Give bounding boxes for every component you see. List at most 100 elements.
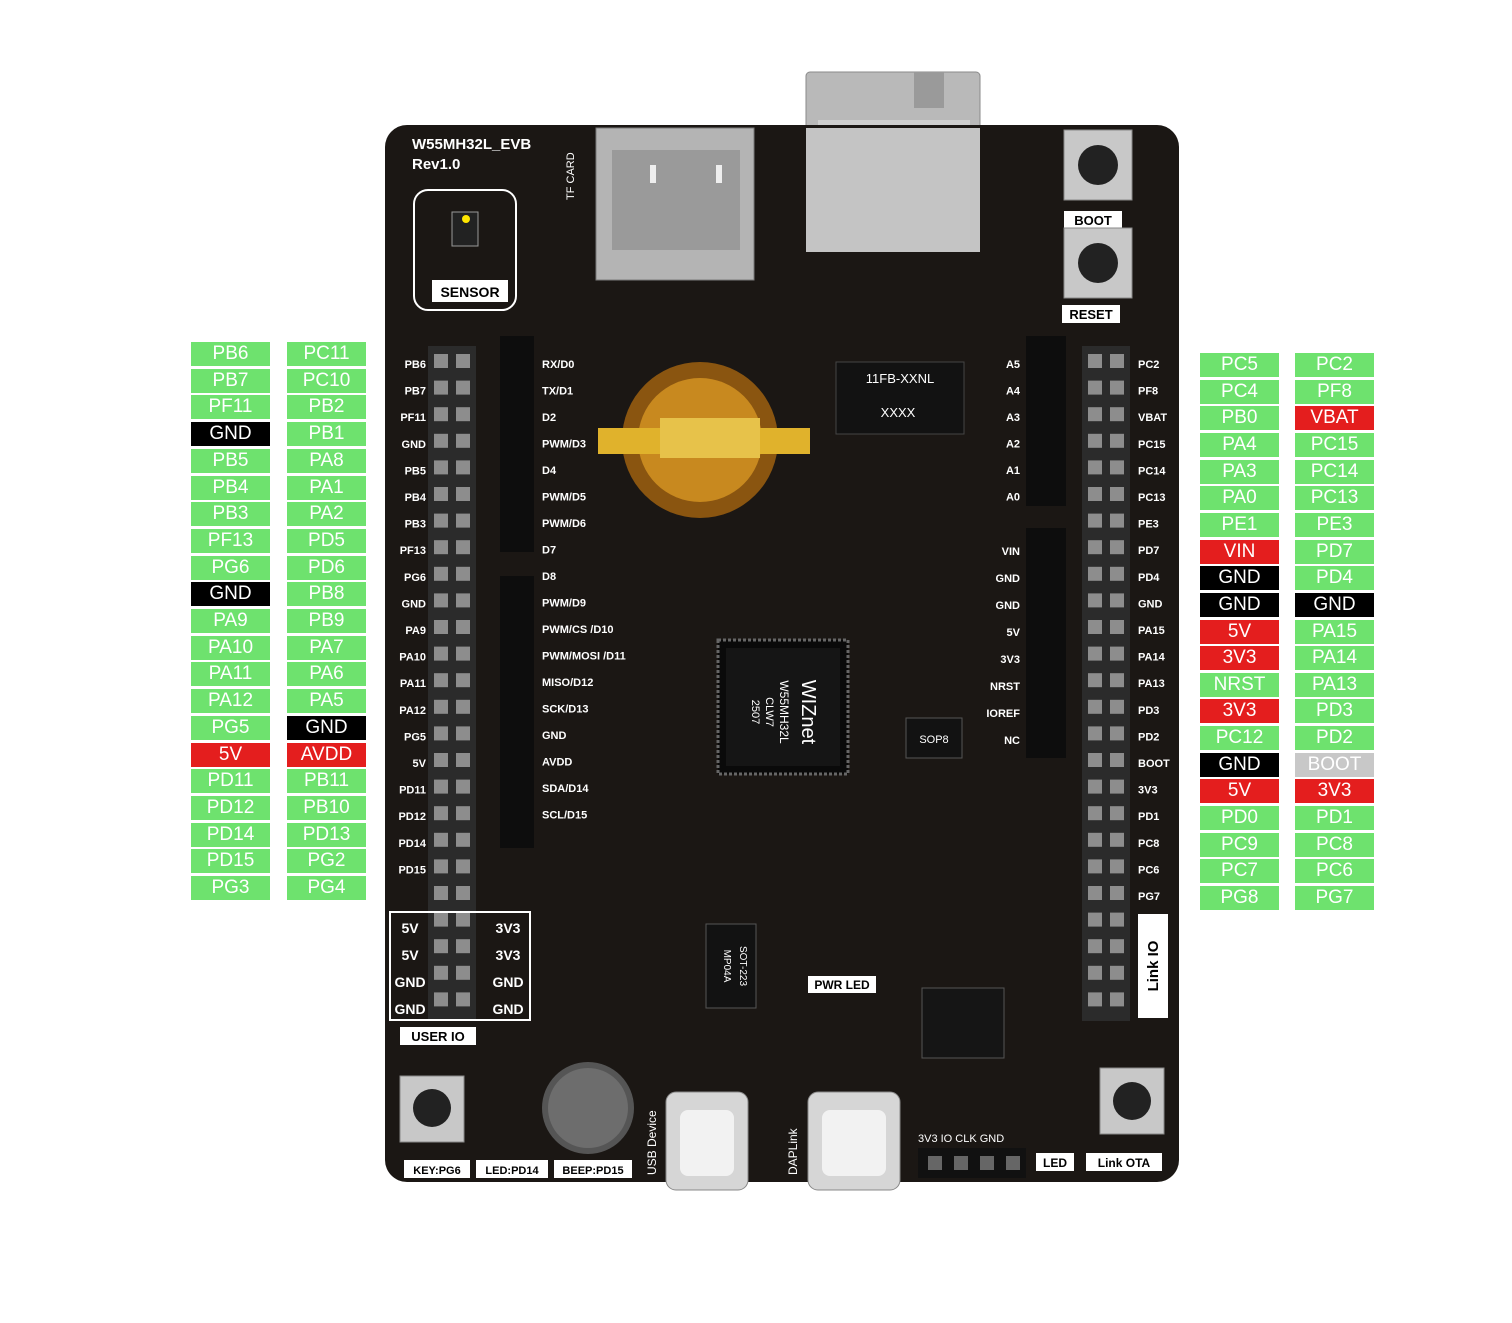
power-block-outline [389, 911, 531, 1021]
header-pin [434, 380, 448, 395]
p1-header-label: 3V3 IO CLK GND [918, 1133, 1004, 1145]
pin-label-pc12: PC12 [1200, 726, 1279, 751]
header-pin [1088, 806, 1102, 821]
header-pin [456, 566, 470, 581]
pin-label-pb1: PB1 [287, 422, 366, 447]
power-label: IOREF [986, 708, 1020, 720]
pin-label-nrst: NRST [1200, 672, 1279, 697]
header-pin [434, 912, 448, 927]
header-pin [434, 726, 448, 741]
tf-card-label: TF CARD [565, 152, 577, 200]
power-label: 5V [1007, 627, 1021, 639]
pin-label-pg8: PG8 [1200, 886, 1279, 910]
analog-label: A4 [1006, 386, 1021, 398]
p5-silk-pc14: PC14 [1138, 465, 1166, 477]
p5-silk-pd7: PD7 [1138, 545, 1159, 557]
p5-silk-pc6: PC6 [1138, 864, 1159, 876]
header-pin [456, 433, 470, 448]
pin-label-pa8: PA8 [287, 448, 366, 473]
header-pin [434, 620, 448, 634]
analog-label: A1 [1006, 465, 1020, 477]
pin-label-pa13: PA13 [1295, 672, 1374, 697]
pin-label-pa9: PA9 [191, 609, 270, 633]
header-pin [1088, 965, 1102, 980]
header-pin [456, 407, 470, 422]
pin-label-gnd: GND [1295, 592, 1374, 617]
header-pin [456, 965, 470, 980]
header-pin [456, 992, 470, 1007]
p4-silk-pb6: PB6 [405, 359, 426, 371]
header-pin [1110, 593, 1124, 608]
header-pin [456, 540, 470, 555]
p1-pins [928, 1156, 1020, 1170]
pin-label-boot: BOOT [1295, 752, 1374, 777]
header-pin [1088, 487, 1102, 501]
power-header [1026, 528, 1066, 758]
header-pin [1110, 673, 1124, 688]
header-pin [1110, 460, 1124, 475]
pwr-led-label: PWR LED [814, 978, 870, 992]
pin-label-pc8: PC8 [1295, 832, 1374, 857]
pin-label-pg4: PG4 [287, 876, 366, 900]
p5-silk-pc15: PC15 [1138, 439, 1166, 451]
k1-button [399, 1075, 465, 1143]
header-pin [1110, 433, 1124, 448]
header-pin [456, 646, 470, 661]
p5-silk-boot: BOOT [1138, 758, 1170, 770]
header-pin [1088, 380, 1102, 395]
power-label: 3V3 [1000, 654, 1020, 666]
p4-silk-labels: PB6PB7PF11GNDPB5PB4PB3PF13PG6GNDPA9PA10P… [398, 359, 426, 876]
arduino-left-labels: RX/D0TX/D1D2PWM/D3D4PWM/D5PWM/D6D7D8PWM/… [542, 359, 626, 822]
header-pin [1110, 487, 1124, 501]
header-pin [434, 699, 448, 714]
header-pin [456, 593, 470, 608]
pin-label-pb2: PB2 [287, 395, 366, 420]
pin-label-pd15: PD15 [191, 849, 270, 874]
pin-label-pd12: PD12 [191, 795, 270, 820]
usb-device-connector [665, 1091, 749, 1191]
arduino-label: D7 [542, 545, 556, 557]
header-pin [434, 859, 448, 874]
p5-silk-pd2: PD2 [1138, 731, 1159, 743]
svg-text:11FB-XXNL: 11FB-XXNL [866, 371, 934, 386]
p5-silk-pf8: PF8 [1138, 386, 1158, 398]
p4-silk-pd15: PD15 [398, 864, 426, 876]
sensor-outline [413, 189, 517, 311]
header-pin [1110, 540, 1124, 555]
header-pin [1088, 593, 1102, 608]
pin-label-pf11: PF11 [191, 395, 270, 420]
pin-label-pc10: PC10 [287, 368, 366, 393]
p4-silk-pf11: PF11 [400, 412, 426, 424]
analog-header [1026, 336, 1066, 506]
pin-label-pf13: PF13 [191, 528, 270, 553]
header-pin [434, 806, 448, 821]
header-pin [1088, 912, 1102, 927]
pin-label-pa2: PA2 [287, 502, 366, 527]
p5-silk-pa13: PA13 [1138, 678, 1165, 690]
pin-label-pb7: PB7 [191, 368, 270, 393]
p4-silk-pb7: PB7 [405, 386, 426, 398]
pin-label-pb9: PB9 [287, 609, 366, 633]
pin-label-pa6: PA6 [287, 662, 366, 687]
pin-label-5v: 5V [1200, 779, 1279, 804]
pin-label-pe3: PE3 [1295, 512, 1374, 537]
power-block-label: 5V [401, 920, 419, 936]
pin-label-pd5: PD5 [287, 528, 366, 553]
header-pin [1110, 912, 1124, 927]
header-pin [1110, 380, 1124, 395]
header-pin [1110, 886, 1124, 900]
p4-silk-pd14: PD14 [398, 838, 426, 850]
header-pin [1088, 832, 1102, 847]
arduino-label: AVDD [542, 757, 572, 769]
transformer-t1: 11FB-XXNL XXXX [835, 361, 965, 435]
arduino-label: D4 [542, 465, 557, 477]
pin-label-pd6: PD6 [287, 555, 366, 580]
header-pin [1110, 779, 1124, 794]
mcu-chip: WIZnet W55MH32L CLW7 2507 [716, 638, 850, 776]
svg-text:CLW7: CLW7 [763, 697, 775, 727]
p5-silk-gnd: GND [1138, 598, 1163, 610]
pin-label-3v3: 3V3 [1200, 699, 1279, 724]
arduino-label: RX/D0 [542, 359, 574, 371]
svg-text:WIZnet: WIZnet [797, 680, 819, 745]
p4-silk-pa11: PA11 [400, 678, 426, 690]
